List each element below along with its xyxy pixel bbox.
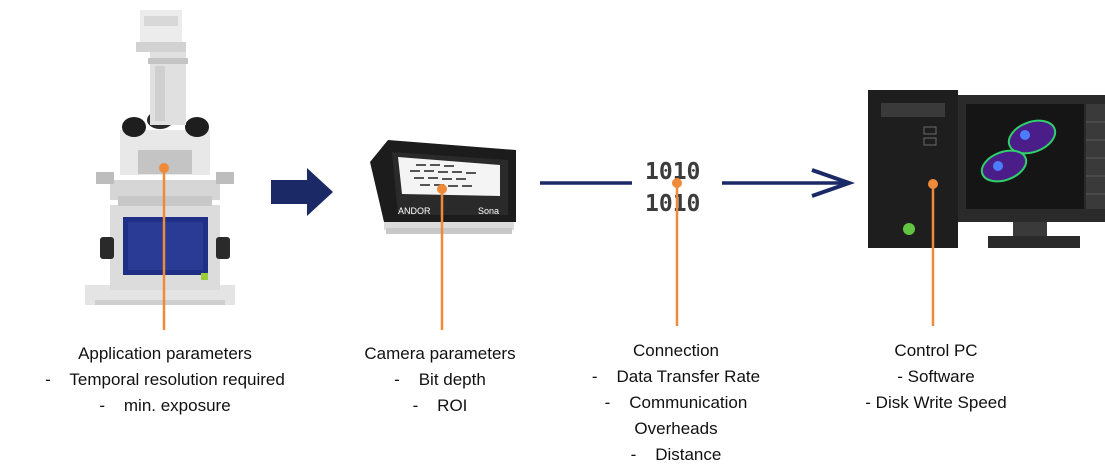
pc-pointer-dot [928,179,938,189]
binary-line-2: 1010 [645,191,700,217]
connection-title: Connection [632,341,719,360]
camera-item: - ROI [412,396,468,415]
connection-item: - Communication [604,393,748,412]
camera-icon: ANDOR Sona [370,140,516,234]
application-caption: Application parameters - Temporal resolu… [0,341,330,419]
camera-item: - Bit depth [394,370,486,389]
connection-item: - Data Transfer Rate [591,367,761,386]
camera-brand-label: ANDOR [398,206,431,216]
binary-data-icon: 1010 1010 [645,159,700,217]
connection-caption: Connection - Data Transfer Rate - Commun… [566,338,786,468]
cell-2 [980,149,1028,183]
pc-item: - Software [897,367,975,386]
connection-item: - Distance [630,445,722,464]
camera-caption: Camera parameters - Bit depth - ROI [336,341,544,419]
arrow-right-icon [271,168,333,216]
application-item: - Temporal resolution required [45,370,285,389]
microscope-icon [85,10,235,305]
computer-icon [868,90,1105,248]
camera-pointer-dot [437,184,447,194]
pc-caption: Control PC - Software - Disk Write Speed [836,338,1036,416]
application-title: Application parameters [78,344,252,363]
connection-item: Overheads [634,419,718,438]
arrow-right-icon [722,168,856,198]
camera-title: Camera parameters [364,344,516,363]
pc-item: - Disk Write Speed [865,393,1007,412]
application-item: - min. exposure [99,396,231,415]
microscope-pointer-dot [159,163,169,173]
camera-model-label: Sona [478,206,499,216]
cell-1 [1007,119,1057,155]
connection-pointer-dot [672,178,682,188]
pc-title: Control PC [894,341,978,360]
